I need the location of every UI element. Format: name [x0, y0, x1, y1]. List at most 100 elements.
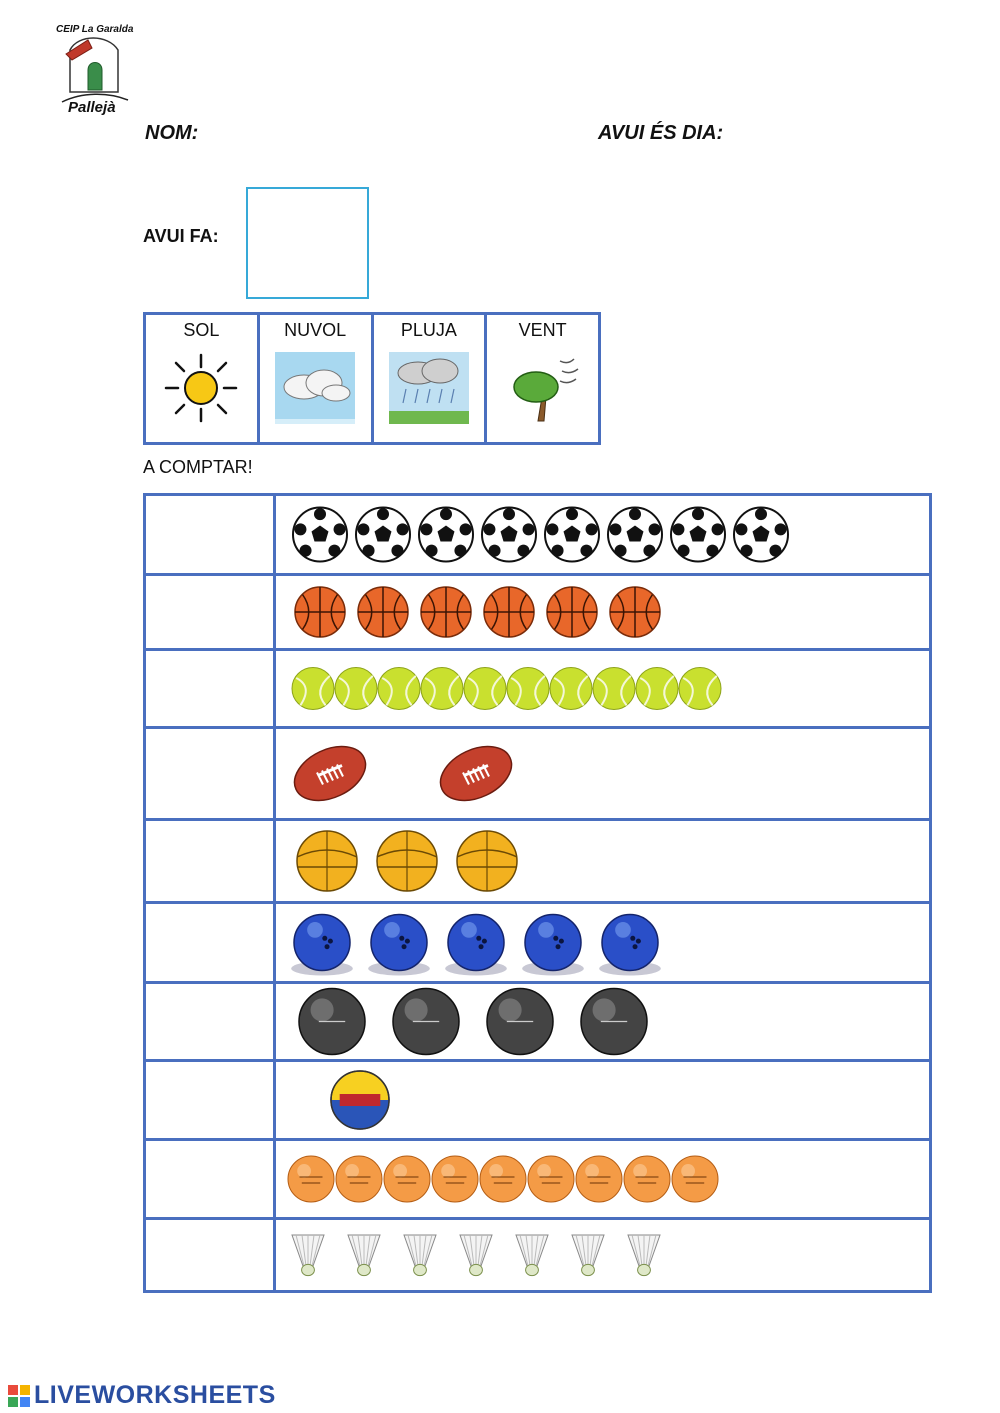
basketball-icon	[420, 586, 472, 638]
football-ball-icon	[607, 506, 663, 563]
count-images	[282, 729, 929, 818]
bowling-ball-icon	[445, 913, 507, 976]
footer-brand-text: LIVEWORKSHEETS	[34, 1381, 276, 1409]
basketball-icon	[357, 586, 409, 638]
bowling-ball-icon	[599, 913, 661, 976]
count-row-pingpong	[146, 1141, 929, 1220]
football-ball-icon	[292, 506, 348, 563]
weather-option-cloud[interactable]: NUVOL	[260, 315, 374, 442]
ping-pong-ball-icon	[527, 1155, 575, 1203]
count-row-bowling	[146, 904, 929, 984]
ping-pong-ball-icon	[671, 1155, 719, 1203]
tennis-ball-icon	[678, 667, 722, 710]
weather-option-label: NUVOL	[284, 320, 347, 340]
football-ball-icon	[733, 506, 789, 563]
count-images	[282, 984, 929, 1059]
date-label: AVUI ÉS DIA:	[598, 122, 724, 144]
tennis-ball-icon	[549, 667, 593, 710]
logo-school-text: CEIP La Garalda	[56, 24, 134, 35]
count-images	[282, 496, 929, 573]
weather-option-label: PLUJA	[400, 320, 457, 340]
petanque-ball-icon	[392, 987, 460, 1056]
basketball-icon	[546, 586, 598, 638]
football-ball-icon	[355, 506, 411, 563]
ping-pong-ball-icon	[431, 1155, 479, 1203]
footer-brand: LIVEWORKSHEETS	[8, 1381, 276, 1410]
tennis-ball-icon	[334, 667, 378, 710]
count-section-title: A COMPTAR!	[143, 457, 253, 477]
tennis-ball-icon	[635, 667, 679, 710]
ping-pong-ball-icon	[287, 1155, 335, 1203]
school-logo: CEIP La Garalda Pallejà	[52, 20, 136, 116]
tennis-ball-icon	[377, 667, 421, 710]
count-answer-field[interactable]	[146, 904, 276, 981]
weather-today-label: AVUI FA:	[143, 226, 219, 246]
wind-tree-icon	[512, 358, 579, 422]
tennis-ball-icon	[463, 667, 507, 710]
count-answer-field[interactable]	[146, 651, 276, 726]
tennis-ball-icon	[291, 667, 335, 710]
basketball-icon	[483, 586, 535, 638]
count-row-rugby	[146, 729, 929, 821]
handball-icon	[376, 830, 438, 892]
rain-icon	[388, 352, 469, 424]
count-images	[282, 821, 929, 901]
basketball-icon	[609, 586, 661, 638]
count-row-handball	[146, 821, 929, 904]
name-label: NOM:	[145, 122, 199, 144]
tennis-ball-icon	[506, 667, 550, 710]
count-answer-field[interactable]	[146, 1220, 276, 1290]
weather-answer-dropzone[interactable]	[246, 187, 369, 299]
shuttlecock-icon	[627, 1234, 661, 1277]
shuttlecock-icon	[515, 1234, 549, 1277]
football-ball-icon	[670, 506, 726, 563]
weather-option-label: VENT	[518, 320, 567, 340]
weather-option-wind[interactable]: VENT	[487, 315, 598, 442]
logo-icon: CEIP La Garalda Pallejà	[56, 24, 134, 116]
count-answer-field[interactable]	[146, 729, 276, 818]
bowling-ball-icon	[368, 913, 430, 976]
petanque-ball-icon	[580, 987, 648, 1056]
count-row-shuttlecock	[146, 1220, 929, 1290]
count-images	[282, 576, 929, 648]
count-answer-field[interactable]	[146, 1062, 276, 1138]
shuttlecock-icon	[403, 1234, 437, 1277]
football-ball-icon	[418, 506, 474, 563]
count-answer-field[interactable]	[146, 984, 276, 1059]
shuttlecock-icon	[459, 1234, 493, 1277]
count-images	[282, 1141, 929, 1217]
rugby-ball-icon	[293, 745, 367, 802]
football-ball-icon	[481, 506, 537, 563]
count-row-petanque	[146, 984, 929, 1062]
count-answer-field[interactable]	[146, 576, 276, 648]
cloud-icon	[275, 352, 356, 424]
ping-pong-ball-icon	[623, 1155, 671, 1203]
count-images	[282, 651, 929, 726]
ping-pong-ball-icon	[335, 1155, 383, 1203]
weather-option-sun[interactable]: SOL	[146, 315, 260, 442]
basketball-icon	[294, 586, 346, 638]
weather-options-table: SOL NUVOL PLUJA	[143, 312, 601, 445]
rugby-ball-icon	[439, 745, 513, 802]
count-images	[282, 904, 929, 981]
ping-pong-ball-icon	[479, 1155, 527, 1203]
ping-pong-ball-icon	[575, 1155, 623, 1203]
count-answer-field[interactable]	[146, 1141, 276, 1217]
bowling-ball-icon	[522, 913, 584, 976]
weather-option-rain[interactable]: PLUJA	[374, 315, 488, 442]
count-row-volleyball	[146, 1062, 929, 1141]
handball-icon	[456, 830, 518, 892]
count-table	[143, 493, 932, 1293]
shuttlecock-icon	[347, 1234, 381, 1277]
count-answer-field[interactable]	[146, 821, 276, 901]
ping-pong-ball-icon	[383, 1155, 431, 1203]
logo-town-text: Pallejà	[68, 99, 116, 116]
tennis-ball-icon	[592, 667, 636, 710]
count-row-football	[146, 496, 929, 576]
count-answer-field[interactable]	[146, 496, 276, 573]
tennis-ball-icon	[420, 667, 464, 710]
liveworksheets-logo-icon	[8, 1384, 30, 1407]
count-row-basketball	[146, 576, 929, 651]
weather-option-label: SOL	[183, 320, 220, 340]
volleyball-icon	[330, 1070, 390, 1130]
